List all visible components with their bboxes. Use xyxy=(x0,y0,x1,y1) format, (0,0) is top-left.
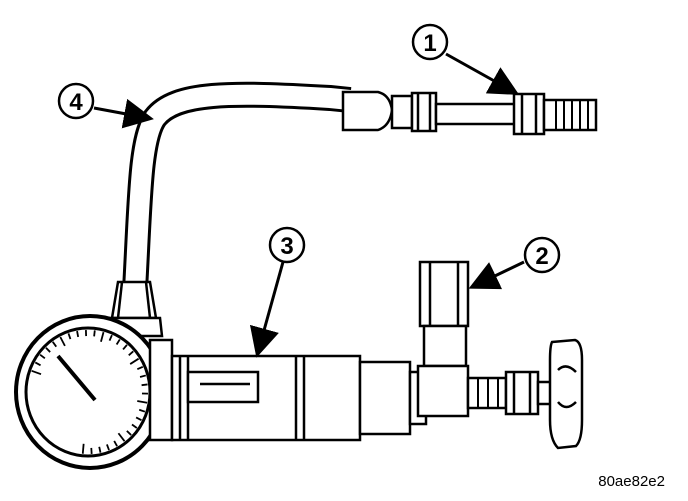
gauge-tick xyxy=(99,447,100,453)
callout-2: 2 xyxy=(474,238,559,286)
gauge-tick xyxy=(94,330,95,336)
tube-line xyxy=(436,104,516,124)
hose-end-fitting xyxy=(343,92,436,131)
gauge-tick xyxy=(77,331,78,337)
callout-4-label: 4 xyxy=(69,89,83,116)
gauge-tick xyxy=(142,384,148,385)
callout-4: 4 xyxy=(59,84,148,118)
figure-id: 80ae82e2 xyxy=(598,473,665,490)
tester-body xyxy=(150,340,426,440)
gauge-tick xyxy=(83,444,84,454)
valve-handle xyxy=(550,340,582,448)
callout-3-label: 3 xyxy=(280,233,293,260)
callout-3: 3 xyxy=(258,228,304,352)
pressure-gauge xyxy=(16,316,164,468)
callout-1: 1 xyxy=(413,25,514,92)
callout-2-label: 2 xyxy=(535,243,548,270)
valve-fitting xyxy=(418,262,552,416)
coupler-nut xyxy=(514,94,544,134)
hose xyxy=(135,95,350,290)
threaded-end xyxy=(544,100,596,130)
callout-1-label: 1 xyxy=(423,30,436,57)
